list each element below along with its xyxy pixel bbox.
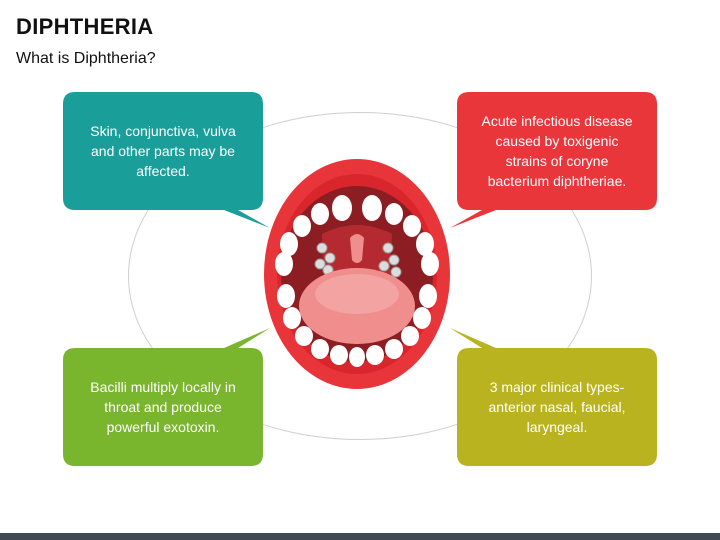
callout-top-left-text: Skin, conjunctiva, vulva and other parts… bbox=[90, 123, 236, 179]
callout-top-left-shape bbox=[63, 92, 270, 228]
callout-top-right-shape bbox=[450, 92, 657, 228]
callout-bottom-left-shape bbox=[63, 328, 270, 466]
background-ellipse bbox=[128, 112, 592, 440]
callout-top-right-text: Acute infectious disease caused by toxig… bbox=[481, 113, 633, 189]
bottom-bar bbox=[0, 533, 720, 540]
callout-bottom-right-text: 3 major clinical types-anterior nasal, f… bbox=[488, 379, 626, 435]
callout-bottom-right-shape bbox=[450, 328, 657, 466]
callout-bottom-left-text: Bacilli multiply locally in throat and p… bbox=[90, 379, 236, 435]
page-subtitle: What is Diphtheria? bbox=[16, 50, 156, 67]
open-mouth-icon bbox=[264, 159, 450, 389]
page-title: DIPHTHERIA bbox=[16, 14, 154, 39]
